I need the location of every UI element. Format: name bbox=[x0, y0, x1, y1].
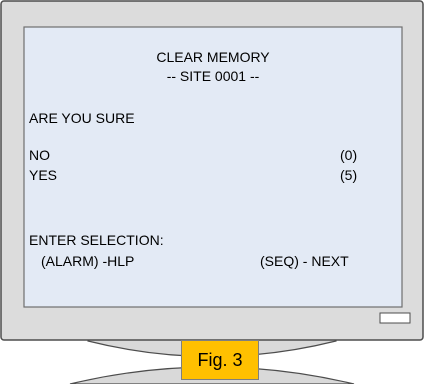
entry-prompt: ENTER SELECTION: bbox=[29, 232, 164, 248]
terminal-screen: CLEAR MEMORY -- SITE 0001 -- ARE YOU SUR… bbox=[24, 27, 402, 307]
alarm-help-hint: (ALARM) -HLP bbox=[41, 253, 135, 269]
option-yes-key: (5) bbox=[340, 167, 358, 183]
option-yes-label[interactable]: YES bbox=[29, 167, 58, 183]
option-no-key: (0) bbox=[340, 147, 358, 163]
figure-label: Fig. 3 bbox=[181, 340, 259, 380]
power-button bbox=[379, 312, 411, 324]
screen-title: CLEAR MEMORY bbox=[156, 49, 270, 65]
monitor-screen bbox=[23, 26, 403, 308]
option-no-label[interactable]: NO bbox=[29, 147, 50, 163]
seq-next-hint: (SEQ) - NEXT bbox=[260, 253, 349, 269]
confirm-prompt: ARE YOU SURE bbox=[29, 110, 135, 126]
screen-subtitle: -- SITE 0001 -- bbox=[166, 68, 260, 84]
